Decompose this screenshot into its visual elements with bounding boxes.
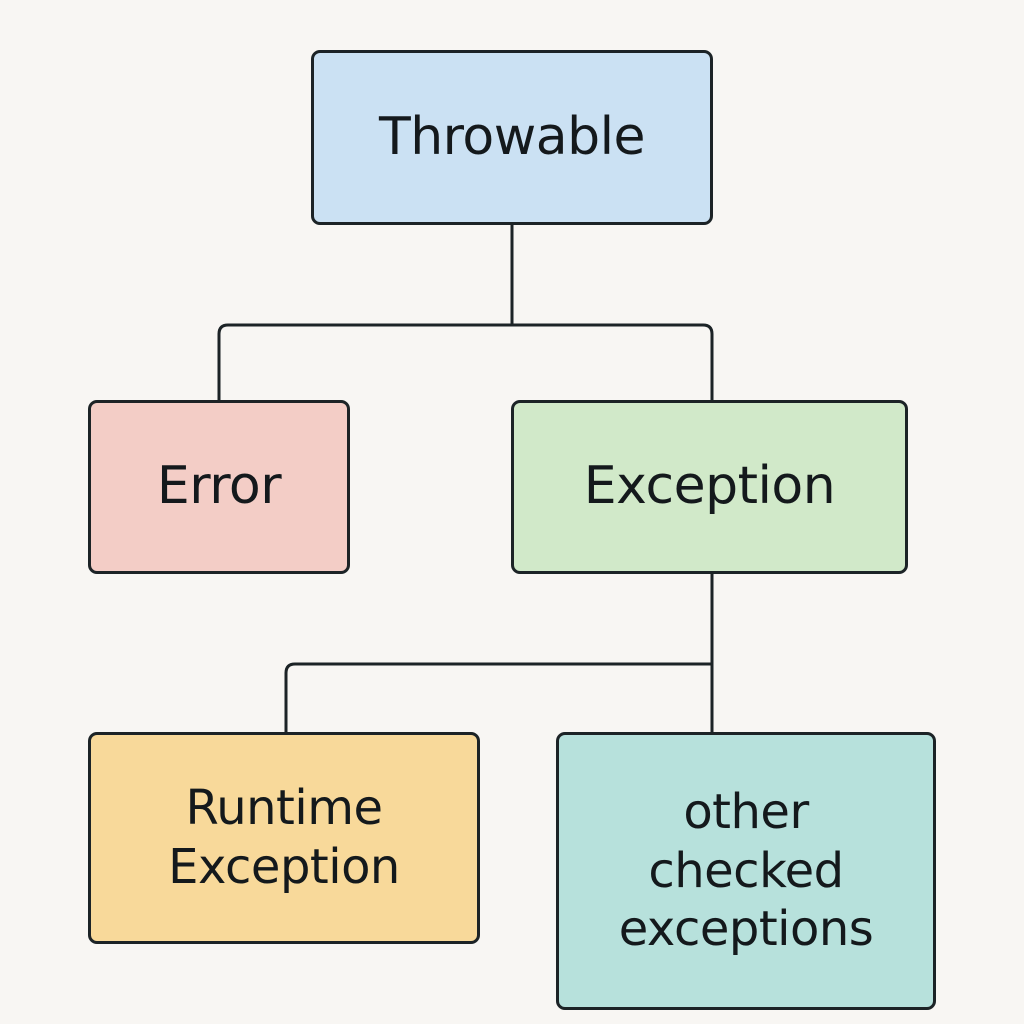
- throwable-label-line: Throwable: [378, 106, 646, 167]
- runtime-exception-node: Runtime Exception: [88, 732, 480, 944]
- throwable-node: Throwable: [311, 50, 713, 225]
- checked-exceptions-label-line-1: other: [683, 784, 809, 841]
- error-label-line: Error: [156, 456, 282, 517]
- runtime-exception-label-line-1: Runtime: [185, 780, 383, 837]
- exception-node: Exception: [511, 400, 908, 574]
- throwable-label: Throwable: [378, 106, 646, 169]
- edge-throwable-exception: [512, 323, 714, 400]
- error-node: Error: [88, 400, 350, 574]
- checked-exceptions-label-line-2: checked: [648, 842, 844, 899]
- checked-exceptions-label-line-3: exceptions: [618, 901, 874, 958]
- runtime-exception-label: Runtime Exception: [168, 779, 400, 896]
- error-label: Error: [156, 455, 282, 518]
- exception-label-line: Exception: [583, 456, 836, 517]
- edge-exception-runtime: [284, 662, 712, 732]
- runtime-exception-label-line-2: Exception: [168, 839, 400, 895]
- checked-exceptions-node: other checked exceptions: [556, 732, 936, 1010]
- edge-throwable-error: [217, 323, 512, 400]
- checked-exceptions-label: other checked exceptions: [619, 783, 874, 959]
- exception-label: Exception: [583, 455, 836, 518]
